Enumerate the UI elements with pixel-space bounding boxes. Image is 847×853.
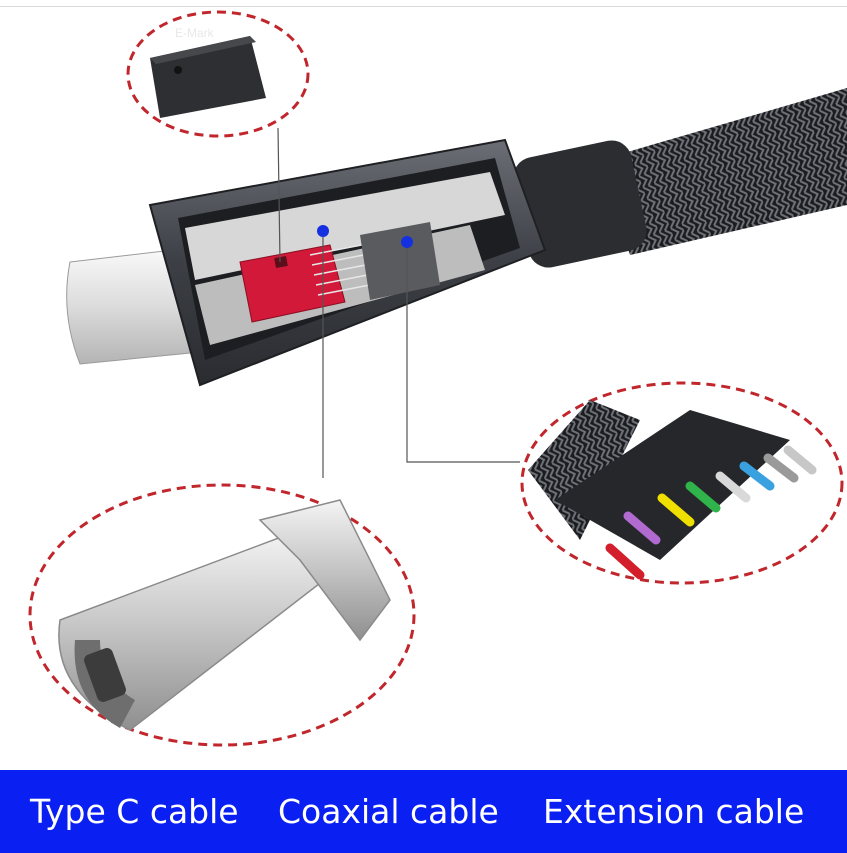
callout-emark-chip (128, 12, 308, 136)
callout-extension-wires (522, 383, 842, 583)
callout-type-c-connector (30, 485, 414, 745)
marker-dot-coaxial (317, 225, 329, 237)
braided-cable (510, 88, 847, 271)
caption-coaxial-cable: Coaxial cable (278, 795, 499, 828)
caption-type-c-cable: Type C cable (30, 795, 239, 828)
connector-housing (150, 140, 545, 385)
caption-extension-cable: Extension cable (543, 795, 804, 828)
cable-cutaway-illustration (0, 0, 847, 770)
marker-dot-extension (401, 236, 413, 248)
emark-chip-label: E-Mark (175, 26, 214, 40)
